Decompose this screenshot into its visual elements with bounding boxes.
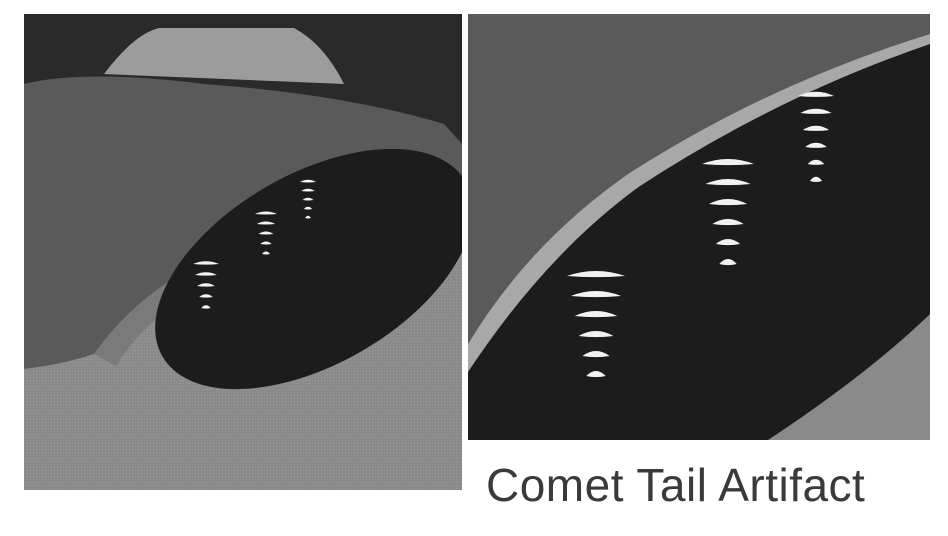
artifact-reflection	[567, 271, 625, 278]
artifact-reflection	[578, 331, 614, 338]
comet-tail-left-2	[255, 211, 277, 255]
artifact-reflection	[800, 108, 832, 114]
artifact-reflection	[305, 215, 311, 219]
artifact-reflection	[705, 179, 751, 186]
artifact-reflection	[199, 294, 213, 298]
artifact-reflection	[702, 159, 754, 166]
artifact-reflection	[302, 197, 314, 201]
comet-tail-right-1	[567, 271, 625, 378]
artifact-reflection	[719, 259, 737, 266]
comet-tail-right-3	[798, 91, 834, 182]
artifact-reflection	[201, 305, 211, 309]
artifact-reflection	[301, 188, 315, 192]
artifact-reflection	[810, 176, 822, 182]
artifact-reflection	[574, 311, 618, 318]
artifact-reflection	[262, 251, 270, 255]
artifact-reflection	[197, 283, 215, 287]
comet-tail-left-3	[300, 179, 316, 219]
artifact-group-left	[193, 179, 316, 309]
opening-ellipse	[155, 148, 462, 390]
artifact-reflection	[805, 142, 827, 148]
magnified-illustration	[468, 14, 930, 440]
artifact-reflection	[802, 125, 830, 131]
artifact-reflection	[712, 219, 744, 226]
figure-caption: Comet Tail Artifact	[486, 459, 866, 511]
artifact-reflection	[570, 291, 622, 298]
comet-tail-left-1	[193, 261, 219, 309]
artifact-reflection	[586, 371, 606, 378]
artifact-reflection	[258, 231, 274, 235]
comet-tail-right-2	[702, 159, 754, 266]
artifact-reflection	[260, 241, 272, 245]
artifact-reflection	[708, 199, 748, 206]
artifact-reflection	[300, 179, 316, 183]
overview-svg	[24, 14, 462, 490]
artifact-reflection	[193, 261, 219, 265]
artifact-reflection	[798, 91, 834, 97]
upper-tissue	[468, 14, 930, 344]
artifact-reflection	[807, 159, 825, 165]
artifact-reflection	[715, 239, 741, 246]
artifact-group-right	[567, 91, 834, 378]
artifact-reflection	[255, 211, 277, 215]
upper-band	[104, 28, 344, 84]
artifact-reflection	[582, 351, 610, 358]
overview-illustration	[24, 14, 462, 490]
lower-tissue	[768, 314, 930, 440]
artifact-reflection	[303, 206, 313, 210]
artifact-reflection	[195, 272, 217, 276]
magnified-svg	[468, 14, 930, 440]
artifact-reflection	[256, 221, 276, 225]
